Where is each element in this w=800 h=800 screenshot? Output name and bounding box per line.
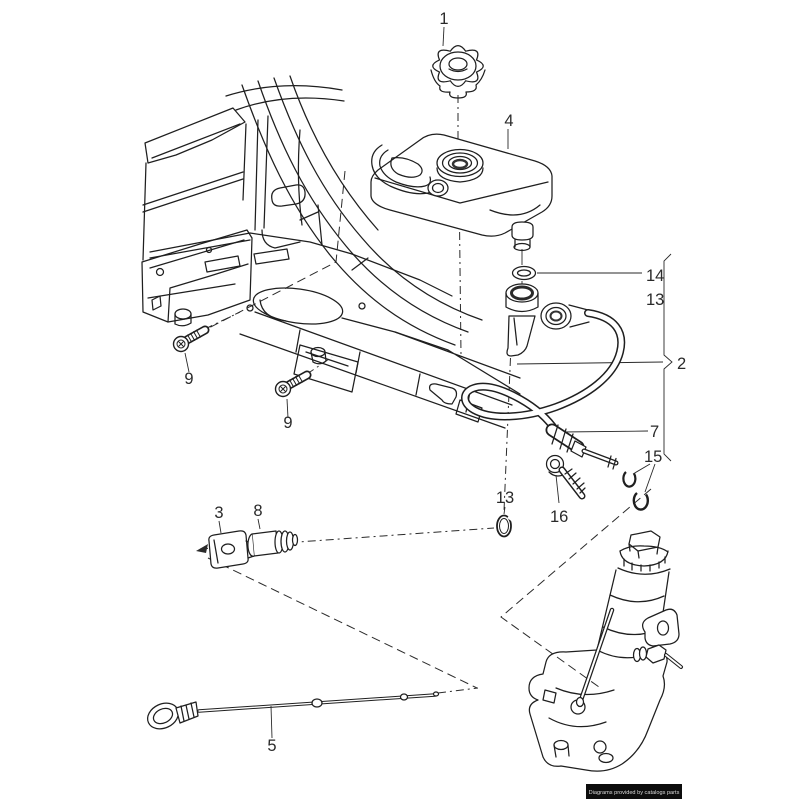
callout-14[interactable]: 14 xyxy=(646,267,664,285)
watermark-badge: Diagrams provided by catalogs parts xyxy=(586,784,682,799)
oring-mid-part xyxy=(496,506,513,538)
dipstick-part xyxy=(147,691,440,739)
callout-5[interactable]: 5 xyxy=(267,737,276,755)
hose-assembly-part xyxy=(461,302,626,435)
callout-1[interactable]: 1 xyxy=(439,10,448,28)
circlips-part xyxy=(622,463,656,511)
callout-2[interactable]: 2 xyxy=(677,355,686,373)
callout-9-right[interactable]: 9 xyxy=(283,414,292,432)
leader-1 xyxy=(442,26,445,47)
callout-3[interactable]: 3 xyxy=(214,504,223,522)
reservoir-cap-part xyxy=(430,44,486,99)
union-pipe-part xyxy=(545,423,619,470)
bushing-part xyxy=(505,283,539,357)
callout-16[interactable]: 16 xyxy=(550,508,568,526)
callout-13-right[interactable]: 13 xyxy=(646,291,664,309)
callout-8[interactable]: 8 xyxy=(253,502,262,520)
callout-9-left[interactable]: 9 xyxy=(184,370,193,388)
group-bracket xyxy=(663,253,673,462)
watermark-text: Diagrams provided by catalogs parts xyxy=(589,790,680,796)
power-steering-pump xyxy=(528,530,683,772)
callout-7[interactable]: 7 xyxy=(650,423,659,441)
banjo-bolt-part xyxy=(545,454,586,504)
callout-13-mid[interactable]: 13 xyxy=(496,489,514,507)
fitting-part xyxy=(247,518,299,557)
retainer-bracket-part xyxy=(196,520,255,569)
callout-15[interactable]: 15 xyxy=(644,448,662,466)
callout-4[interactable]: 4 xyxy=(504,112,513,130)
oring-top-part xyxy=(511,265,537,281)
reservoir-part xyxy=(370,133,553,252)
screw-right-part xyxy=(276,375,308,419)
body-panel-structure xyxy=(141,75,521,429)
callout-labels: 1 4 14 13 2 7 15 16 9 9 3 8 13 5 xyxy=(184,10,686,755)
screw-left-part xyxy=(174,330,206,373)
